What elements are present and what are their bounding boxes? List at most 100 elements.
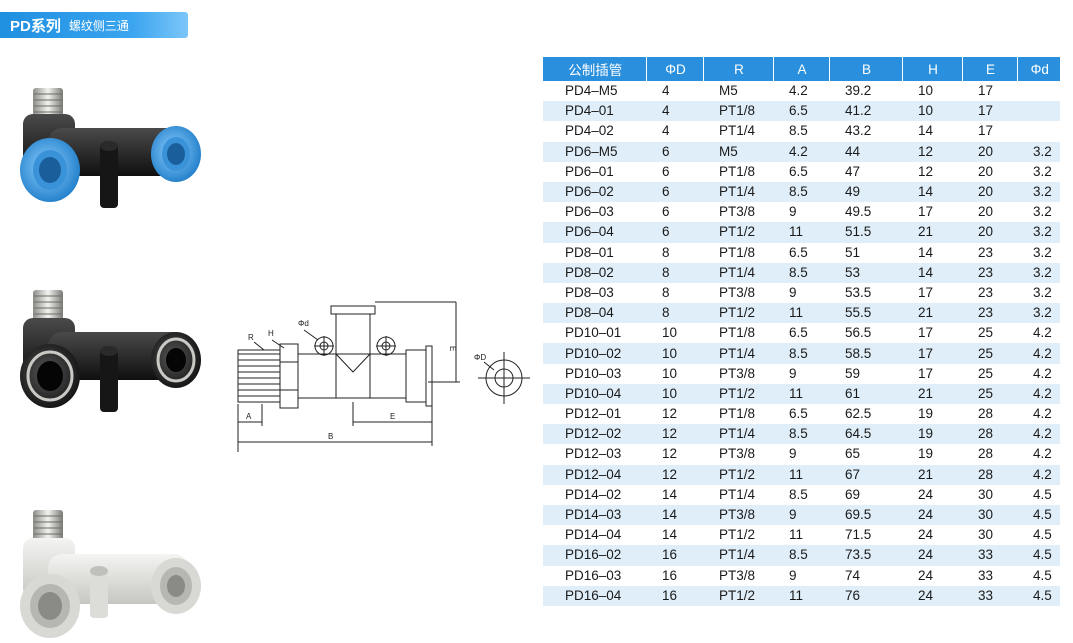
series-title-bar: PD系列 螺纹侧三通	[0, 12, 188, 38]
column-header: Φd	[1017, 57, 1060, 81]
table-cell: 8	[646, 262, 703, 283]
table-cell: 61	[829, 383, 902, 404]
table-cell: 14	[662, 486, 678, 502]
table-cell	[1017, 101, 1060, 122]
table-cell: 6	[646, 141, 703, 162]
table-cell: 56.5	[845, 325, 872, 341]
table-cell: 33	[962, 545, 1017, 566]
table-cell: PD4–02	[565, 123, 614, 139]
table-cell: 4.5	[1033, 486, 1052, 502]
table-cell: 25	[962, 383, 1017, 404]
table-cell: 6.5	[789, 406, 808, 422]
table-cell: 3.2	[1017, 222, 1060, 243]
table-cell: 6	[662, 163, 670, 179]
table-cell: 8	[646, 303, 703, 324]
table-cell: 67	[829, 464, 902, 485]
table-cell: 74	[845, 567, 861, 583]
table-cell: 4.5	[1033, 527, 1052, 543]
product-photo-black	[20, 290, 201, 412]
table-cell: 9	[773, 504, 829, 526]
product-photo-blue	[20, 88, 201, 208]
table-cell: 28	[978, 406, 994, 422]
table-cell: PD6–M5	[543, 141, 646, 162]
table-cell: 20	[978, 204, 994, 220]
table-cell: 4.5	[1017, 504, 1060, 526]
table-cell: PD16–03	[565, 567, 622, 583]
table-cell: 3.2	[1033, 163, 1052, 179]
table-cell: 33	[978, 567, 994, 583]
table-cell: 69.5	[829, 504, 902, 526]
table-cell: M5	[719, 83, 738, 99]
table-cell: PT1/2	[703, 222, 773, 243]
table-cell: PT1/2	[703, 383, 773, 404]
table-cell: 49.5	[845, 204, 872, 220]
table-cell: 17	[962, 101, 1017, 122]
table-cell: 19	[918, 446, 934, 462]
table-cell: 58.5	[829, 343, 902, 364]
table-cell: 14	[918, 123, 934, 139]
table-cell: 49	[829, 181, 902, 203]
table-cell: 12	[918, 163, 934, 179]
table-cell: 4.2	[1017, 424, 1060, 445]
table-cell: 25	[962, 343, 1017, 364]
table-cell: 4	[646, 101, 703, 122]
table-cell: 4.2	[1017, 383, 1060, 404]
table-cell: 20	[978, 163, 994, 179]
table-cell: 8.5	[789, 123, 808, 139]
table-cell: 17	[918, 325, 934, 341]
table-cell: 4.2	[1033, 446, 1052, 462]
table-cell: 17	[918, 365, 934, 381]
dim-label-r: R	[248, 333, 254, 342]
table-cell: 44	[829, 141, 902, 162]
table-cell: 53	[829, 262, 902, 283]
table-cell: 9	[789, 446, 797, 462]
series-name: PD系列	[10, 17, 61, 35]
table-cell: 24	[902, 545, 962, 566]
table-cell: 6	[662, 204, 670, 220]
table-cell: PD14–03	[543, 504, 646, 526]
table-cell: 14	[902, 262, 962, 283]
table-cell: 19	[918, 406, 934, 422]
table-cell: PT1/8	[719, 325, 756, 341]
table-cell	[1017, 81, 1060, 101]
table-cell: 30	[978, 527, 994, 543]
table-cell: 6.5	[789, 244, 808, 260]
table-cell: PD8–02	[543, 262, 646, 283]
table-cell: 53.5	[845, 284, 872, 300]
table-cell: PT1/2	[719, 527, 756, 543]
table-cell: 25	[978, 365, 994, 381]
dim-label-a: A	[246, 412, 252, 421]
table-cell: PT1/4	[703, 343, 773, 364]
table-cell: PD6–03	[565, 204, 614, 220]
table-cell: PD12–03	[565, 446, 622, 462]
dim-label-phi-d: Φd	[298, 319, 309, 328]
table-cell: 30	[962, 504, 1017, 526]
table-cell: 24	[902, 585, 962, 606]
table-cell: 24	[902, 504, 962, 526]
table-cell: 43.2	[845, 123, 872, 139]
table-cell: 47	[845, 163, 861, 179]
dimension-drawing: R H Φd A B E E ΦD	[237, 301, 530, 452]
table-cell: 4.5	[1017, 585, 1060, 606]
table-cell: 6.5	[773, 101, 829, 122]
table-cell: 12	[646, 424, 703, 445]
column-header: E	[962, 57, 1018, 81]
table-cell: PD4–01	[543, 101, 646, 122]
table-cell: 4.2	[1033, 325, 1052, 341]
table-cell: PT1/8	[719, 163, 756, 179]
table-cell: PD16–02	[543, 545, 646, 566]
table-cell: 14	[646, 504, 703, 526]
table-cell: 30	[978, 486, 994, 502]
table-cell: 8.5	[773, 181, 829, 203]
table-cell: 62.5	[845, 406, 872, 422]
